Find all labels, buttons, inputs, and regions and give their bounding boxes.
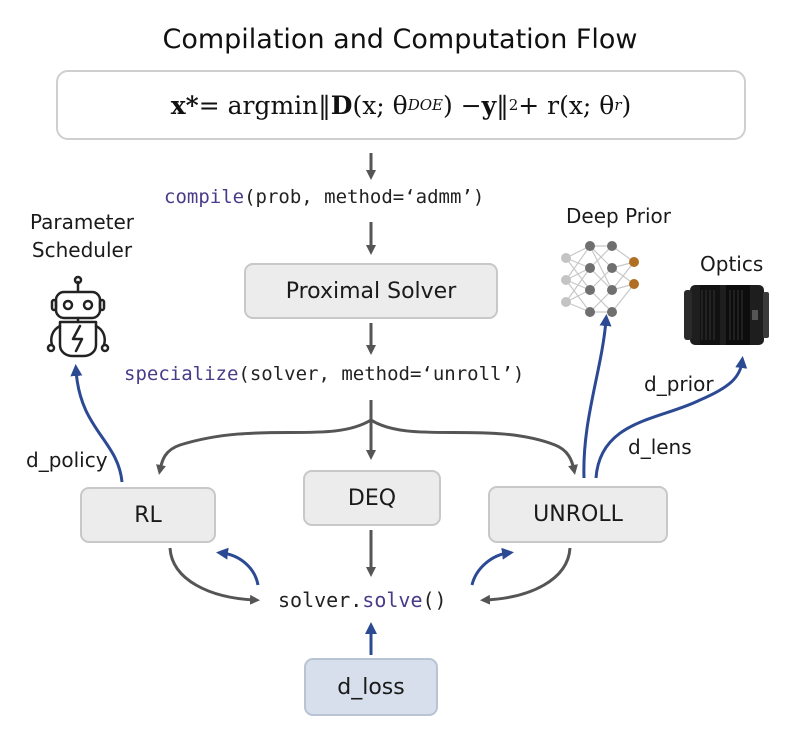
arrow-to-rl [156, 418, 372, 475]
formula-minus: ) − [443, 90, 482, 120]
solve-call: solver.solve() [278, 588, 447, 612]
diagram-title: Compilation and Computation Flow [162, 24, 638, 55]
grad-arrow-to-rl [216, 547, 260, 586]
formula-doe-sub: DOE [407, 96, 443, 114]
arrow-unroll-to-solve [480, 547, 572, 605]
grad-arrow-to-optics [594, 356, 748, 479]
grad-arrow-to-unroll [470, 547, 514, 586]
arrow-to-unroll [370, 418, 578, 475]
compile-call: compile(prob, method=‘admm’) [164, 186, 484, 208]
solve-fn: solve [362, 588, 423, 612]
deep-prior-label: Deep Prior [566, 204, 672, 228]
d-policy-label: d_policy [26, 448, 108, 472]
compile-fn: compile [164, 186, 245, 208]
formula-norm-close: ‖ [496, 90, 509, 120]
parameter-scheduler-line1: Parameter [29, 210, 135, 234]
unroll-node: UNROLL [488, 486, 668, 543]
d-loss-node: d_loss [304, 658, 438, 716]
compile-args: (prob, method=‘admm’) [244, 186, 485, 208]
arrow-rl-to-solve [168, 547, 260, 605]
proximal-solver-node: Proximal Solver [244, 263, 498, 319]
specialize-call: specialize(solver, method=‘unroll’) [124, 363, 524, 385]
formula-args: (x; θ [352, 90, 408, 120]
formula-argmin: = argmin‖ [198, 90, 331, 120]
solve-args: () [422, 588, 447, 612]
solve-obj: solver. [278, 588, 363, 612]
objective-formula: x* = argmin‖ D (x; θ DOE ) − y ‖ 2 + r(x… [56, 70, 746, 140]
neural-network-icon [561, 241, 639, 317]
robot-icon [46, 275, 110, 358]
formula-y: y [481, 90, 497, 120]
formula-regularizer: + r(x; θ [518, 90, 615, 120]
deq-node: DEQ [303, 470, 441, 526]
grad-arrow-to-scheduler [70, 364, 124, 483]
d-lens-label: d_lens [628, 435, 692, 459]
rl-node: RL [80, 487, 216, 543]
parameter-scheduler-label: Parameter Scheduler [22, 208, 142, 264]
grad-arrow-to-deep-prior [582, 314, 612, 479]
specialize-fn: specialize [124, 363, 239, 385]
parameter-scheduler-line2: Scheduler [31, 238, 133, 262]
d-prior-label: d_prior [644, 372, 714, 396]
formula-r-sub: r [614, 96, 622, 114]
optics-label: Optics [700, 252, 764, 276]
formula-d: D [330, 90, 353, 120]
formula-square: 2 [508, 96, 519, 114]
formula-reg-close: ) [621, 90, 632, 120]
formula-x-star: x* [170, 90, 199, 120]
specialize-args: (solver, method=‘unroll’) [238, 363, 525, 385]
camera-lens-icon [684, 285, 769, 345]
